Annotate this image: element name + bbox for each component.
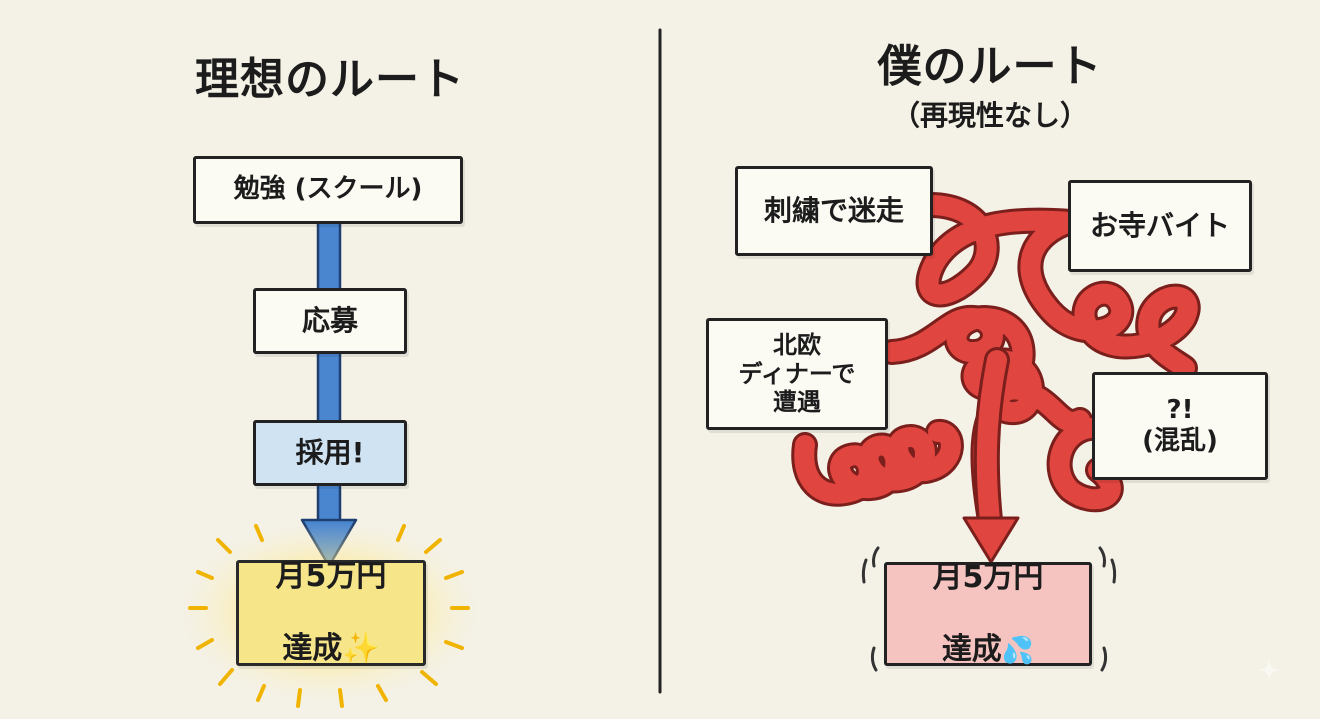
ideal-goal-line1: 月5万円 — [275, 559, 387, 594]
event-embroidery-box: 刺繍で迷走 — [735, 166, 933, 256]
ideal-goal-line2: 達成 — [282, 631, 343, 666]
my-route-title: 僕のルート — [877, 41, 1103, 92]
step-hired-label: 採用! — [295, 436, 365, 470]
event-nordic-label: 北欧 ディナーで 遭遇 — [738, 330, 856, 417]
sweat-drops-icon: 💦 — [1001, 636, 1035, 666]
my-route-subtitle: （再現性なし） — [891, 99, 1088, 132]
my-goal-line1: 月5万円 — [932, 560, 1044, 595]
sparkle-watermark-icon — [1258, 659, 1280, 681]
step-apply-box: 応募 — [253, 288, 407, 354]
messy-path — [804, 205, 1187, 564]
my-goal-box: 月5万円 達成💦 — [884, 560, 1092, 667]
event-temple-label: お寺バイト — [1089, 209, 1230, 243]
event-embroidery-label: 刺繍で迷走 — [763, 194, 904, 228]
step-apply-label: 応募 — [301, 304, 358, 338]
event-nordic-box: 北欧 ディナーで 遭遇 — [706, 318, 888, 430]
goal-shake-marks — [861, 546, 1117, 672]
ideal-route-title: 理想のルート — [195, 54, 465, 105]
step-study-box: 勉強 (スクール) — [193, 156, 463, 224]
sparkle-icon: ✨ — [342, 631, 380, 666]
event-confusion-box: ?! (混乱) — [1092, 372, 1268, 480]
event-temple-box: お寺バイト — [1068, 180, 1252, 272]
step-hired-box: 採用! — [253, 420, 407, 486]
goal-rays — [188, 524, 470, 708]
ideal-arrow — [300, 220, 358, 568]
my-goal-line2: 達成 — [941, 632, 1002, 667]
step-study-label: 勉強 (スクール) — [233, 174, 423, 205]
ideal-goal-box: 月5万円 達成✨ — [236, 559, 426, 666]
event-confusion-label: ?! (混乱) — [1142, 394, 1218, 456]
